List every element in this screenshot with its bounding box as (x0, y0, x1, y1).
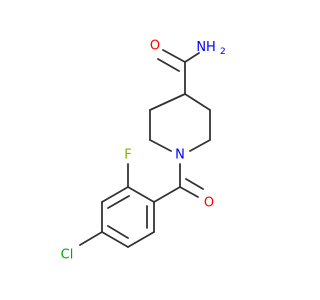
bond-aryl-c4-c5-inner (107, 225, 129, 239)
chlorine-label: Cl (61, 248, 74, 263)
amide-oxygen-label: O (150, 39, 160, 54)
bond-carbonyl-aryl (153, 186, 181, 203)
amide-nitrogen-label: NH 2 (196, 40, 225, 57)
bond-amide-carbonyl-b (157, 58, 180, 72)
atom-labels: O NH 2 N O F Cl (61, 39, 226, 263)
amide-nitrogen-main: NH (196, 40, 216, 55)
fluorine-label: F (124, 148, 131, 163)
bond-amide-carbonyl-a (162, 49, 186, 63)
bond-ring-n-c6 (149, 139, 172, 152)
bond-aryl-c2-c3-inner (107, 195, 130, 209)
bond-aryl-chlorine (79, 231, 103, 246)
bond-lines (79, 49, 211, 248)
bond-aryl-c2-c3 (101, 186, 129, 203)
bond-aryl-c1-c2 (127, 186, 155, 203)
bond-ketone-b (185, 178, 204, 190)
amide-nitrogen-subscript: 2 (220, 47, 226, 57)
bond-ring-c4-c3 (184, 93, 211, 111)
bond-aryl-c5-c6 (127, 231, 155, 248)
bond-amide-cn (184, 52, 200, 63)
bond-ketone-a (179, 186, 199, 198)
bond-ring-c2-n (189, 139, 211, 152)
bond-ring-c5-c4 (149, 93, 186, 111)
bond-aryl-c4-c5 (101, 231, 129, 248)
chemical-structure-diagram: O NH 2 N O F Cl (61, 39, 226, 263)
piperidine-nitrogen-label: N (175, 148, 185, 163)
ketone-oxygen-label: O (204, 196, 214, 211)
